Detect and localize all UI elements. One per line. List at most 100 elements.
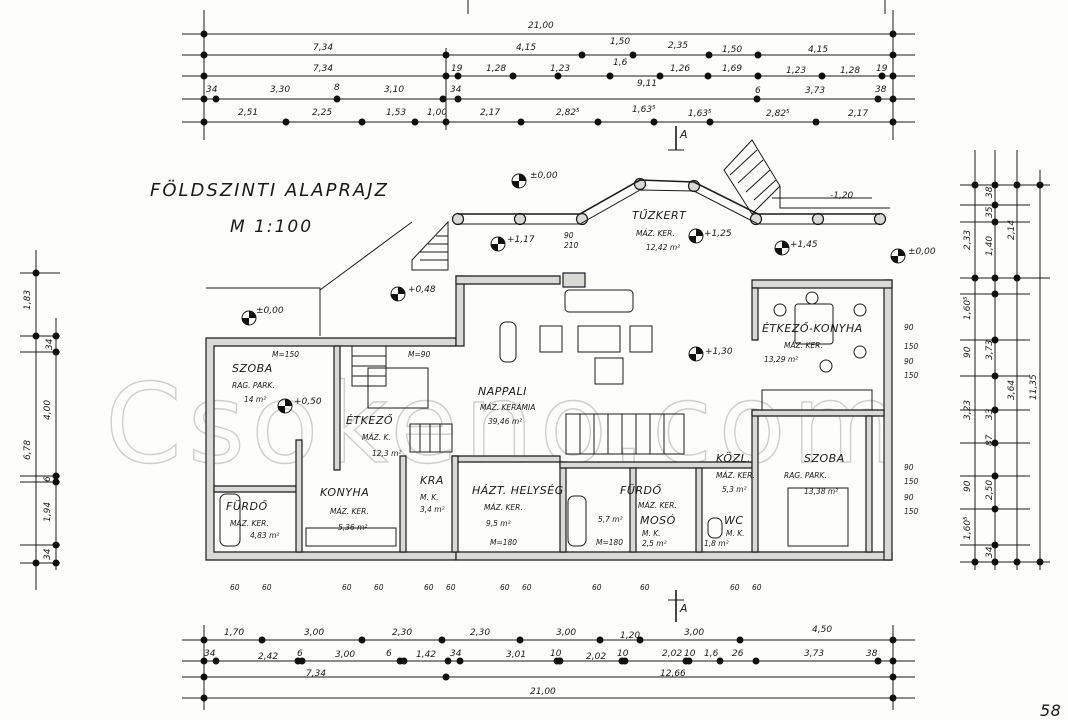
dim-label: 34	[43, 548, 53, 560]
dim-label: 2,25	[312, 108, 332, 118]
dim-label: 4,15	[808, 45, 828, 55]
dim-label: 6,78	[23, 440, 33, 460]
level-marker: +0,48	[390, 285, 436, 302]
room-area: 14 m²	[244, 395, 266, 404]
dim-label: 3,00	[304, 628, 324, 638]
dim-label: 2,02	[662, 649, 682, 659]
opening-note: 60	[500, 583, 510, 592]
dim-label: 3,30	[270, 85, 290, 95]
dim-label: 34	[985, 546, 995, 558]
dim-label: 3,00	[556, 628, 576, 638]
building-walls	[205, 275, 893, 561]
dim-label: 1,20	[620, 631, 640, 641]
room-floor: MÁZ. K.	[362, 433, 391, 442]
drawing-title: FÖLDSZINTI ALAPRAJZ	[150, 179, 389, 201]
level-marker: ±0,00	[511, 171, 558, 189]
dim-label: 12,66	[660, 669, 686, 679]
room-tuzkert: TŰZKERT MÁZ. KER. 12,42 m²	[632, 208, 687, 252]
dim-label: 87	[985, 434, 995, 446]
room-kozlekedo: KÖZL. MÁZ. KER. 5,3 m²	[716, 452, 755, 494]
opening-note: 150	[904, 371, 919, 380]
level-label: +1,30	[705, 347, 733, 357]
dim-label: 2,02	[586, 652, 606, 662]
level-label: +1,17	[507, 235, 535, 245]
dim-label: 1,83	[23, 290, 33, 310]
drawing-scale: M 1:100	[230, 217, 313, 237]
dim-label: 3,73	[805, 86, 825, 96]
dim-label: 1,63⁵	[688, 109, 712, 119]
dim-label: 7,34	[306, 669, 326, 679]
room-area: 13,38 m²	[804, 487, 838, 496]
level-label: ±0,00	[530, 171, 558, 181]
room-area: 3,4 m²	[420, 505, 445, 514]
opening-note: 150	[904, 477, 919, 486]
room-name: ÉTKEZŐ	[346, 413, 393, 427]
dim-label: 1,69	[722, 64, 742, 74]
left-dimension-lines: 1,83 34 4,00 6,78 6 1,94 34	[20, 250, 60, 590]
opening-note: 90	[564, 231, 574, 240]
dim-label: 1,6	[704, 649, 719, 659]
dim-label: 34	[204, 649, 216, 659]
opening-note: M=90	[408, 350, 431, 359]
opening-note: 60	[262, 583, 272, 592]
page-number: 58	[1040, 701, 1061, 720]
room-area: 5,7 m²	[598, 515, 623, 524]
opening-note: 60	[640, 583, 650, 592]
room-floor: RAG. PARK.	[784, 471, 827, 480]
dim-label: 4,15	[516, 43, 536, 53]
dim-label: 1,26	[670, 64, 690, 74]
room-nappali: NAPPALI MÁZ. KERÁMIA 39,46 m²	[478, 385, 535, 426]
bottom-dimension-lines: 1,70 3,00 2,30 2,30 3,00 1,20 3,00 4,50 …	[182, 625, 915, 710]
opening-note: 60	[446, 583, 456, 592]
right-dimension-lines: 38 35 2,33 1,40 2,14 1,60⁵ 90 3,73 3,64 …	[960, 150, 1050, 570]
dim-label: 1,63⁵	[632, 105, 656, 115]
dim-label: 38	[985, 186, 995, 198]
level-marker: ±0,00	[241, 306, 284, 326]
room-area: 12,3 m²	[372, 449, 401, 458]
dim-label: 2,30	[470, 628, 490, 638]
opening-note: 150	[904, 342, 919, 351]
level-label: +1,25	[704, 229, 732, 239]
room-floor: M. K.	[726, 529, 745, 538]
room-area: 4,83 m²	[250, 531, 279, 540]
dim-label: 6	[755, 86, 761, 96]
room-floor: MÁZ. KER.	[484, 503, 523, 512]
opening-note: 90	[904, 357, 914, 366]
opening-note: 60	[730, 583, 740, 592]
opening-note: 150	[904, 507, 919, 516]
dim-label: 19	[451, 64, 463, 74]
room-name: MOSÓ	[640, 514, 676, 527]
dim-label: 4,50	[812, 625, 832, 635]
dim-label: 3,01	[506, 650, 526, 660]
room-area: 12,42 m²	[646, 243, 680, 252]
staircases	[351, 139, 781, 455]
terraces	[206, 186, 890, 336]
dim-label: 1,53	[386, 108, 406, 118]
dim-label: 3,73	[985, 340, 995, 360]
room-furdo-middle: FÜRDŐ MÁZ. KER. 5,7 m²	[598, 483, 677, 524]
level-label: ±0,00	[256, 306, 284, 316]
room-area: 9,5 m²	[486, 519, 511, 528]
dim-label: 1,42	[416, 650, 436, 660]
room-floor: MÁZ. KER.	[716, 471, 755, 480]
dim-label: 33	[985, 408, 995, 420]
dim-label: 1,60⁵	[963, 516, 973, 540]
room-floor: MÁZ. KERÁMIA	[480, 403, 535, 412]
room-szoba-right: SZOBA RAG. PARK. 13,38 m²	[784, 452, 844, 496]
level-label: +1,45	[790, 240, 818, 250]
dim-label: 1,23	[550, 64, 570, 74]
dim-label: 2,17	[480, 108, 500, 118]
room-etkezo: ÉTKEZŐ MÁZ. K. 12,3 m²	[346, 413, 401, 458]
room-area: 5,36 m²	[338, 523, 367, 532]
dim-label: 1,50	[610, 37, 630, 47]
level-marker: +0,50	[277, 397, 322, 414]
dim-label: 2,35	[668, 41, 688, 51]
room-szoba-left: SZOBA RAG. PARK. 14 m²	[232, 362, 275, 404]
dim-label: 3,64	[1007, 380, 1017, 400]
dim-top-total: 21,00	[528, 21, 554, 31]
room-name: KRA	[420, 474, 444, 487]
dim-label: 90	[963, 480, 973, 492]
opening-note: M=180	[490, 538, 517, 547]
section-marks: A A	[668, 126, 688, 622]
